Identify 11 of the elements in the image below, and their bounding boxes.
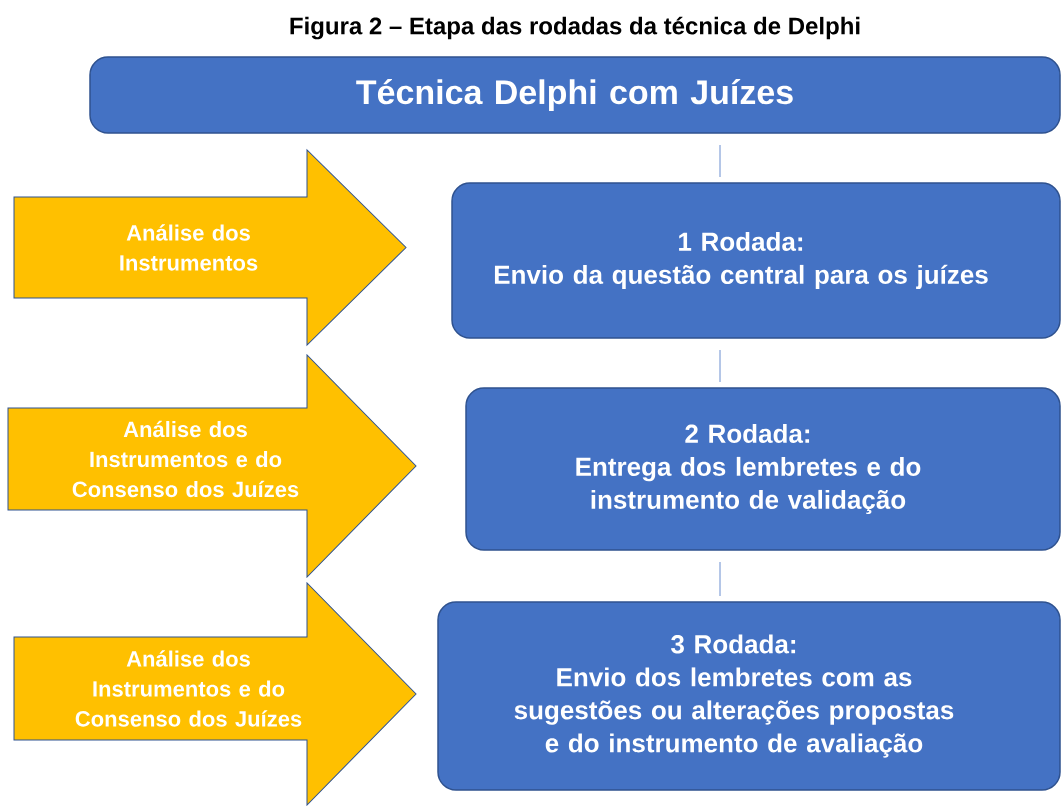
step-box: 3 Rodada: Envio dos lembretes com as sugestões ou alterações propostas e do instrumento de avaliação	[437, 601, 1061, 791]
step-box: Técnica Delphi com Juízes	[89, 56, 1061, 134]
arrow-shaped-box: Análise dos Instrumentos	[13, 149, 407, 346]
step-box: 2 Rodada: Entrega dos lembretes e do instrumento de validação	[465, 387, 1061, 551]
title: Figura 2 – Etapa das rodadas da técnica de Delphi	[290, 16, 860, 40]
arrow-shaped-box: Análise dos Instrumentos e do Consenso dos Juízes	[13, 582, 417, 806]
arrow-shaped-box: Análise dos Instrumentos e do Consenso dos Juízes	[7, 354, 417, 578]
step-box: 1 Rodada: Envio da questão central para os juízes	[451, 182, 1061, 339]
connector-line	[719, 144, 721, 178]
connector-line	[719, 561, 721, 597]
connector-line	[719, 349, 721, 383]
